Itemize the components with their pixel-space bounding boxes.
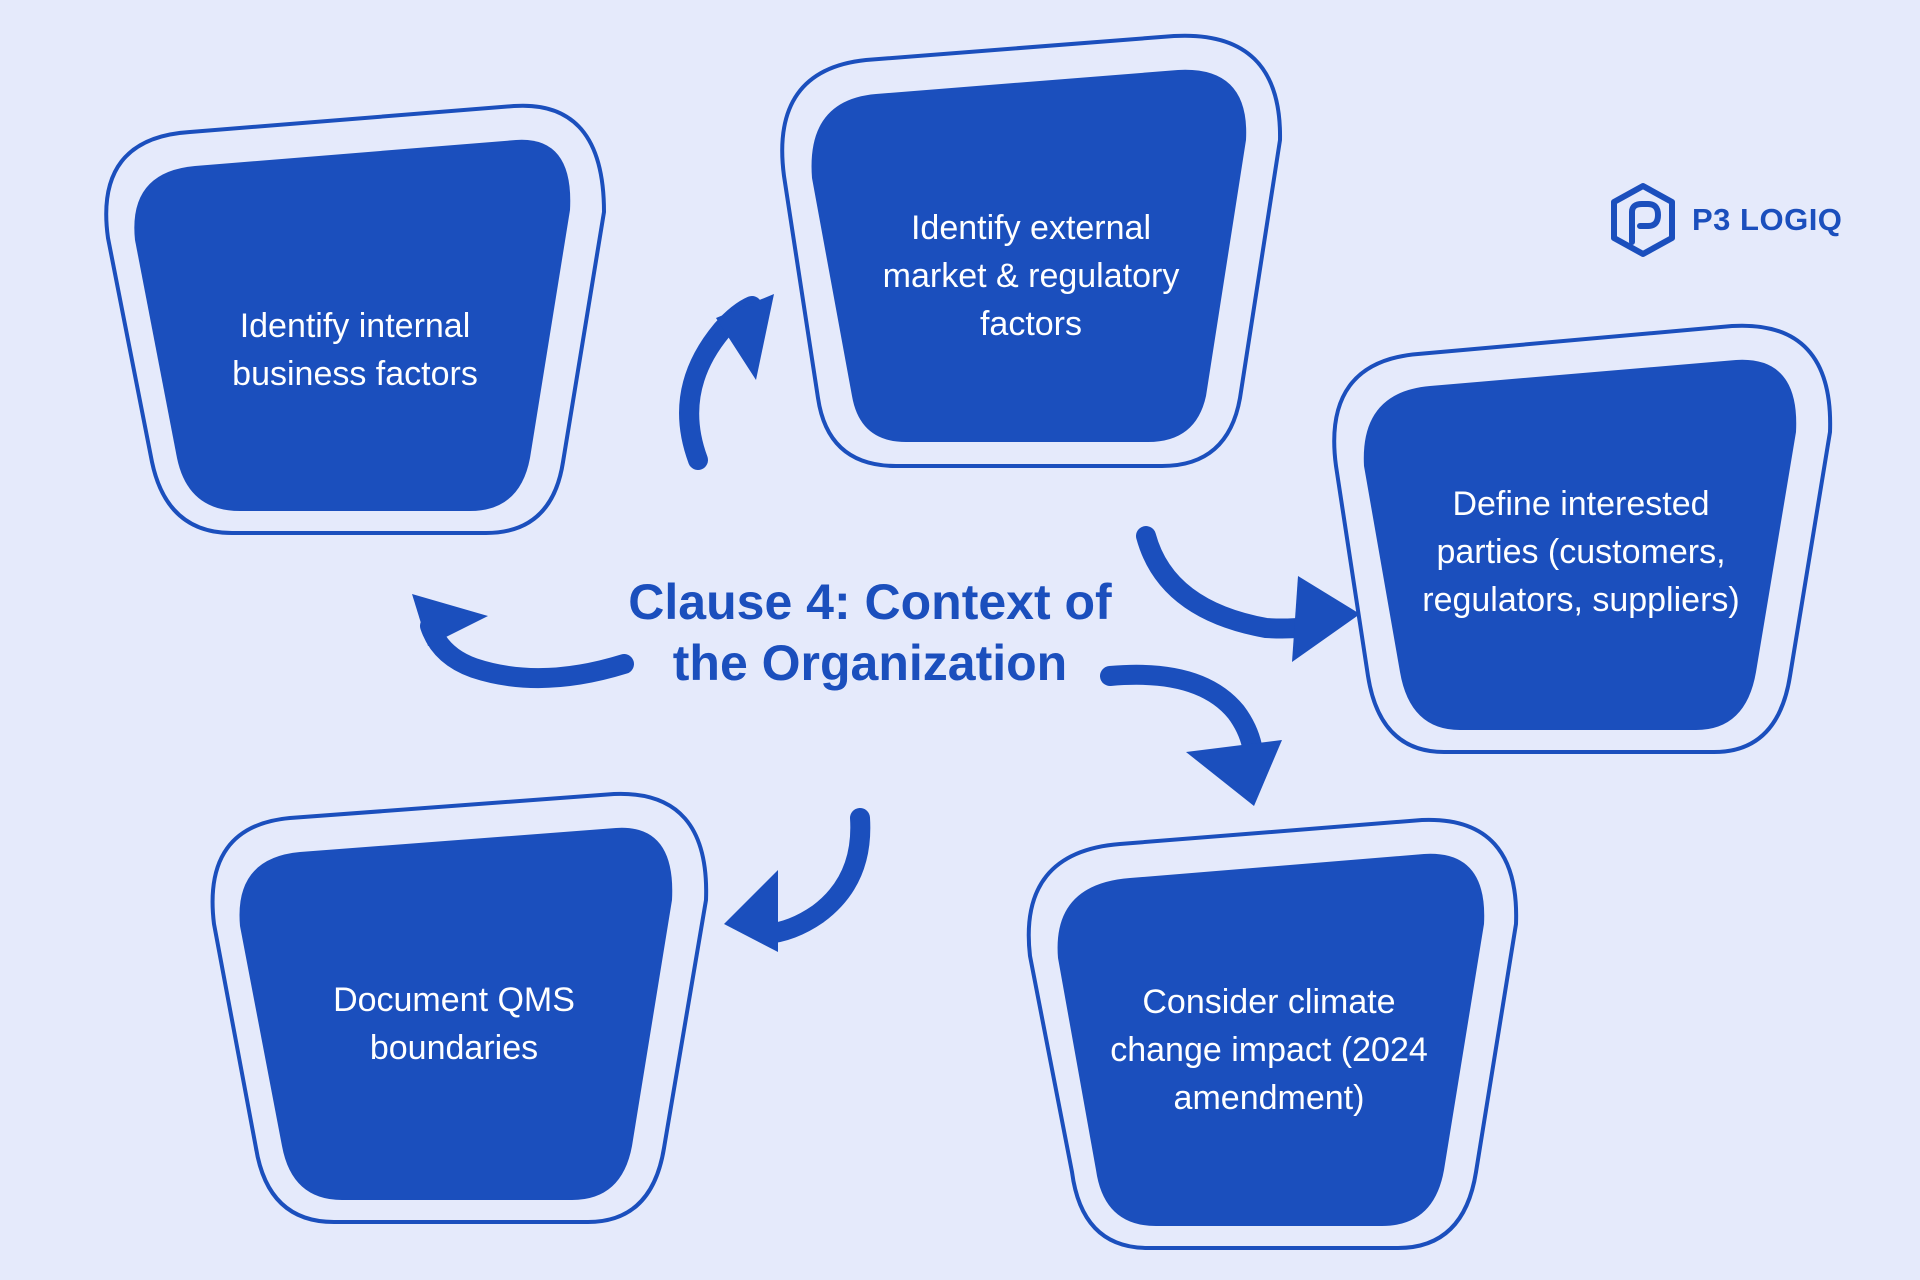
node-climate-label: Consider climate change impact (2024 ame… [1084,978,1454,1122]
arrow-to-internal [412,594,634,689]
node-boundaries-shape [239,827,673,1200]
node-climate-line2: change impact (2024 [1110,1031,1428,1069]
node-climate-line3: amendment) [1173,1079,1365,1117]
arrow-to-parties [1136,526,1360,662]
node-parties-label: Define interested parties (customers, re… [1390,480,1772,624]
curved-arrow-icon [724,870,778,952]
node-parties [1332,323,1833,754]
node-external [780,33,1283,468]
center-title-line2: the Organization [672,635,1068,691]
node-boundaries-line2: boundaries [369,1029,539,1067]
node-external-outline [780,33,1283,468]
node-external-line3: factors [979,305,1083,343]
curved-arrow-icon [1186,740,1282,806]
node-parties-line3: regulators, suppliers) [1422,581,1740,619]
node-internal-label: Identify internal business factors [190,280,520,420]
node-parties-outline [1332,323,1833,754]
curved-arrow-icon [412,594,488,646]
brand-name: P3 LOGIQ [1692,202,1843,237]
curved-arrow-icon [1292,576,1360,662]
node-external-shape [811,69,1247,443]
node-climate-line1: Consider climate [1142,983,1396,1021]
node-climate-outline [1026,817,1519,1250]
node-internal-line1: Identify internal [239,307,471,345]
node-external-line2: market & regulatory [882,257,1180,295]
center-title-line1: Clause 4: Context of [628,574,1112,630]
brand-logo: P3 LOGIQ [1608,182,1842,258]
node-parties-line1: Define interested [1452,485,1710,523]
arrow-to-external [679,294,774,470]
curved-arrow-icon [716,294,774,380]
node-parties-shape [1363,359,1797,730]
node-boundaries-outline [210,791,709,1224]
arrow-to-boundaries [724,808,871,952]
node-boundaries-label: Document QMS boundaries [284,952,624,1096]
node-external-line1: Identify external [910,209,1151,247]
node-internal [104,103,607,535]
node-climate [1026,817,1519,1250]
node-climate-shape [1057,853,1485,1226]
node-internal-line2: business factors [232,355,478,393]
center-title: Clause 4: Context of the Organization [560,572,1180,694]
node-boundaries-line1: Document QMS [333,981,575,1019]
node-boundaries [210,791,709,1224]
node-parties-line2: parties (customers, [1436,533,1726,571]
node-internal-outline [104,103,607,535]
hexagon-p-logo-icon [1611,183,1675,257]
node-external-label: Identify external market & regulatory fa… [850,204,1212,348]
node-internal-shape [134,139,571,512]
arrow-to-climate [1100,664,1282,806]
